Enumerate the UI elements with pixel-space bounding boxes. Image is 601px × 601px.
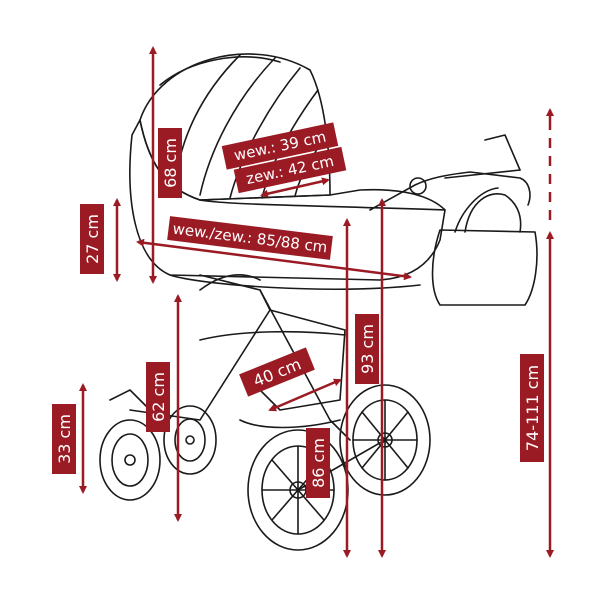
label-side-height: 27 cm xyxy=(80,204,104,274)
svg-text:74-111 cm: 74-111 cm xyxy=(523,365,542,451)
label-frame-height: 62 cm xyxy=(146,362,170,432)
svg-text:86 cm: 86 cm xyxy=(309,438,328,488)
label-rear-height: 86 cm xyxy=(306,428,330,498)
arrow-inner-width xyxy=(260,177,330,198)
svg-text:27 cm: 27 cm xyxy=(83,214,102,264)
label-handle-height: 93 cm xyxy=(355,314,379,384)
arrow-seat-depth xyxy=(268,378,342,412)
svg-text:62 cm: 62 cm xyxy=(149,372,168,422)
svg-text:68 cm: 68 cm xyxy=(161,138,180,188)
label-front-wheel: 33 cm xyxy=(52,404,76,474)
svg-text:33 cm: 33 cm xyxy=(55,414,74,464)
label-canopy-height: 68 cm xyxy=(158,128,182,198)
arrow-length xyxy=(136,238,412,281)
front-wheel-right xyxy=(163,405,217,475)
label-seat-depth: 40 cm xyxy=(239,347,315,397)
label-length: wew./zew.: 85/88 cm xyxy=(167,216,333,260)
dimension-labels: 68 cm 27 cm wew.: 39 cm zew.: 42 cm wew.… xyxy=(52,122,544,498)
svg-text:wew./zew.: 85/88 cm: wew./zew.: 85/88 cm xyxy=(172,220,329,257)
front-wheel-left xyxy=(99,419,161,501)
changing-bag xyxy=(431,229,538,306)
svg-text:93 cm: 93 cm xyxy=(358,324,377,374)
dimension-arrows xyxy=(79,46,554,558)
label-handle-range: 74-111 cm xyxy=(520,354,544,462)
